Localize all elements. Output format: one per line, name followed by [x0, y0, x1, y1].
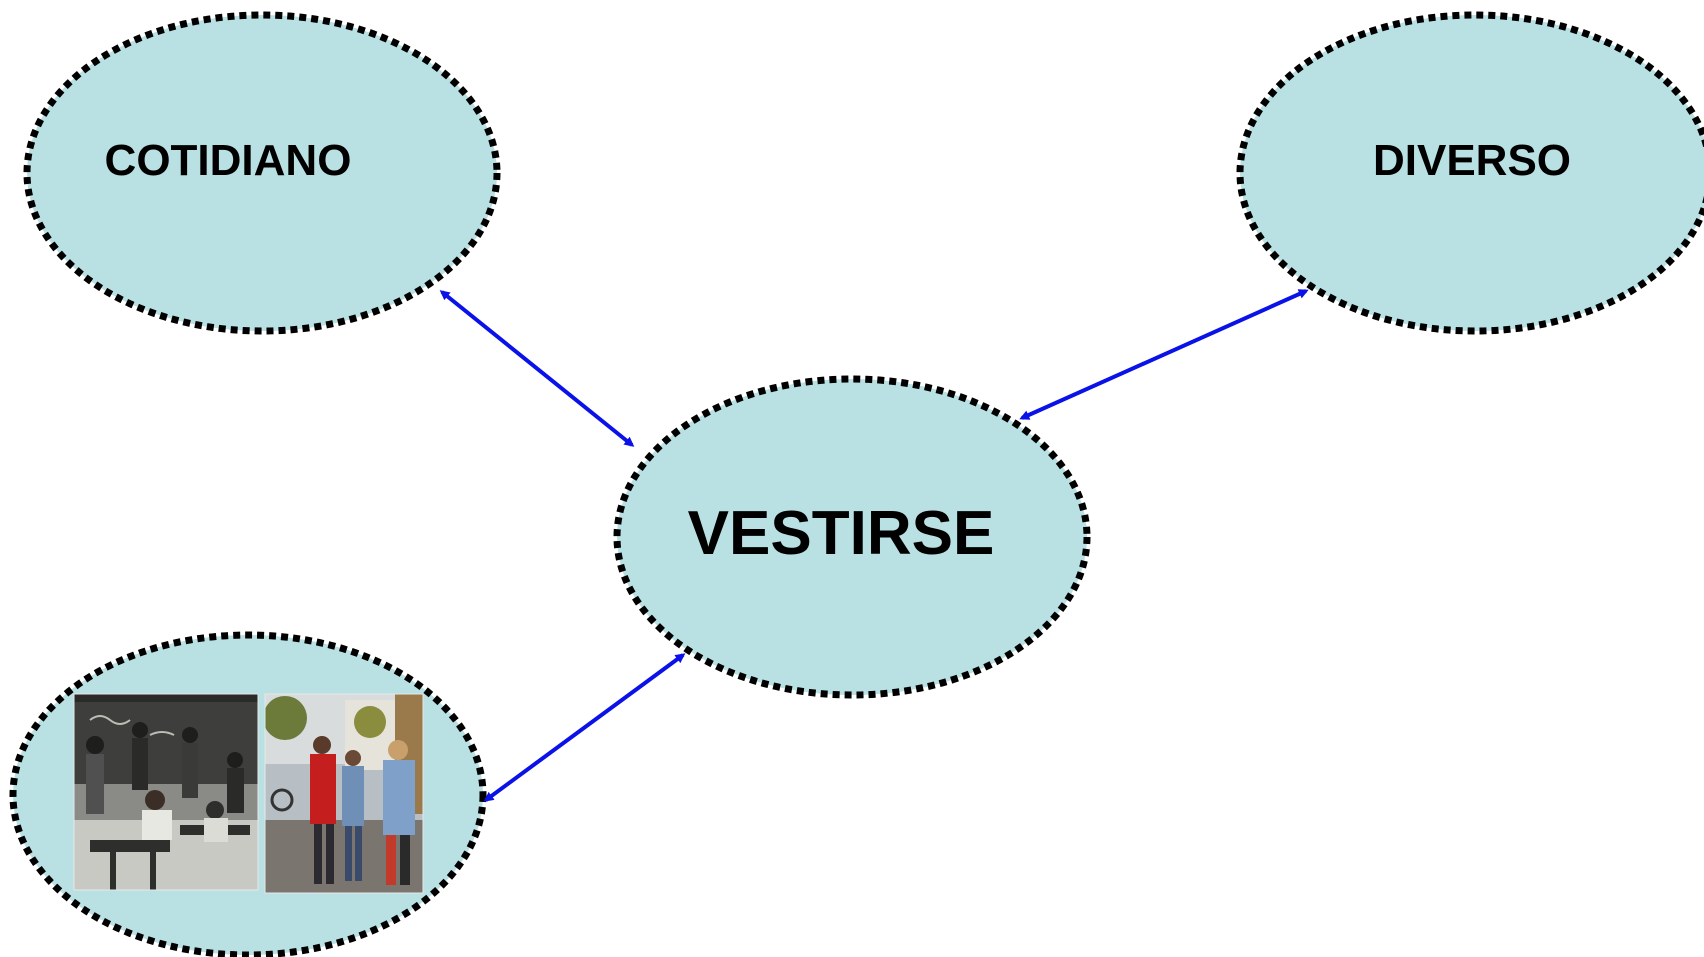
arrow-vestirse-images	[483, 653, 686, 802]
node-diverso	[1236, 11, 1704, 335]
classroom-photo	[74, 694, 258, 890]
node-vestirse	[613, 375, 1091, 699]
street-group-photo	[265, 694, 423, 893]
node-cotidiano	[23, 11, 501, 335]
street-photo-frame	[264, 693, 424, 894]
label-vestirse: VESTIRSE	[688, 499, 995, 568]
classroom-photo-frame	[73, 693, 259, 891]
label-cotidiano: COTIDIANO	[105, 136, 352, 185]
label-diverso: DIVERSO	[1373, 136, 1571, 185]
arrow-vestirse-diverso	[1019, 289, 1309, 420]
arrow-vestirse-cotidiano	[439, 290, 635, 447]
